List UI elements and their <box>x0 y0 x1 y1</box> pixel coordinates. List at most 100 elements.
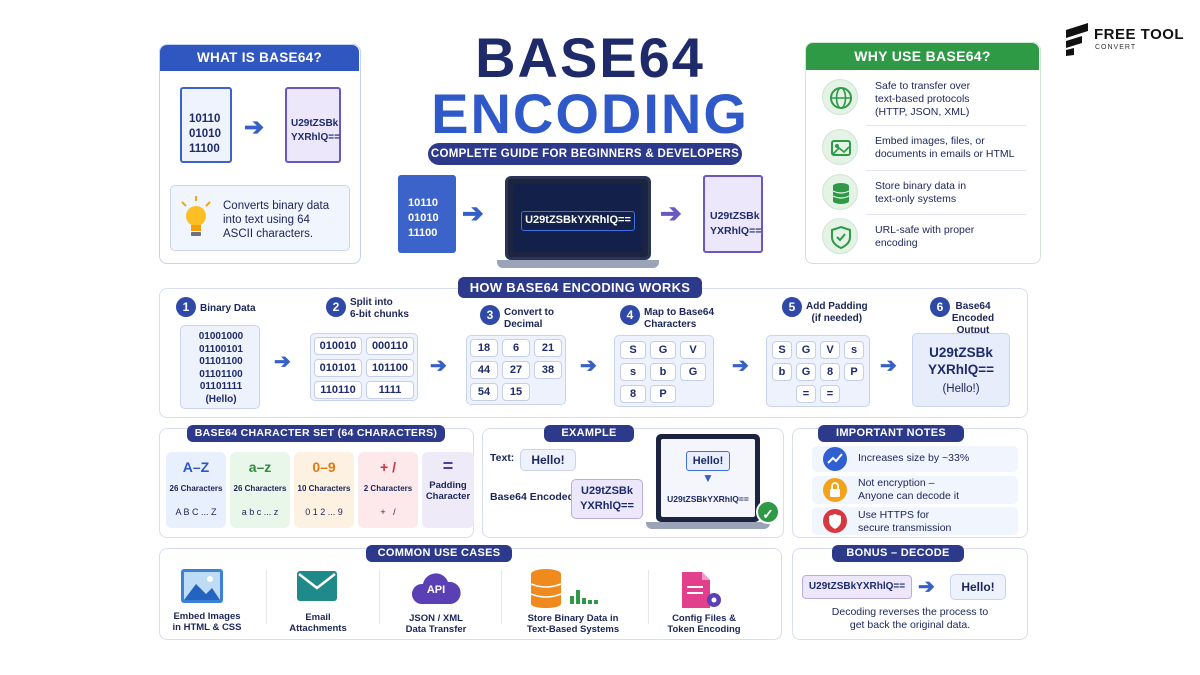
chunk-cell: 1111 <box>366 381 414 399</box>
database-icon <box>530 569 598 608</box>
lightbulb-icon <box>181 196 211 236</box>
brand-logo: FREE TOOL CONVERT <box>1064 22 1194 58</box>
page-title-line2: ENCODING <box>431 82 749 145</box>
database-icon <box>822 174 858 210</box>
decimal-cell: 21 <box>534 339 562 357</box>
decode-result-box: Hello! <box>950 574 1006 600</box>
divider <box>866 125 1026 126</box>
lock-icon <box>823 478 847 502</box>
how-heading: HOW BASE64 ENCODING WORKS <box>458 277 702 298</box>
hero-laptop: U29tZSBkYXRhlQ== <box>497 176 659 268</box>
why-heading: WHY USE BASE64? <box>806 43 1039 70</box>
charset-group-title: a–z <box>248 459 272 475</box>
checkmark-icon: ✓ <box>756 500 780 524</box>
char-cell: G <box>650 341 676 359</box>
screen-encoded-text: U29tZSBkYXRhlQ== <box>667 494 749 504</box>
char-cell: P <box>650 385 676 403</box>
step-number: 1 <box>176 297 196 317</box>
arrow-icon: ➔ <box>274 351 291 373</box>
example-heading: EXAMPLE <box>544 425 634 442</box>
chunk-cell: 010101 <box>314 359 362 377</box>
padded-cell: P <box>844 363 864 381</box>
brand-mark-icon <box>1066 23 1088 56</box>
email-icon <box>297 571 337 601</box>
divider <box>501 570 502 624</box>
charset-group-title: = <box>442 456 454 476</box>
note-text: Not encryption –Anyone can decode it <box>858 477 959 502</box>
shield-icon <box>823 509 847 533</box>
uses-heading: COMMON USE CASES <box>366 545 512 562</box>
encoded-label: Base64 Encoded: <box>490 491 578 503</box>
globe-icon <box>822 79 858 115</box>
image-icon <box>181 569 223 603</box>
brand-name: FREE TOOL <box>1094 26 1185 43</box>
arrow-icon: ➔ <box>462 198 484 228</box>
charset-group-count: 10 Characters <box>297 484 351 493</box>
charset-heading: BASE64 CHARACTER SET (64 CHARACTERS) <box>187 425 445 442</box>
config-file-icon <box>682 572 721 608</box>
api-icon: API <box>411 570 461 606</box>
charset-group-title: + / <box>380 459 396 475</box>
chunk-cell: 010010 <box>314 337 362 355</box>
trend-icon <box>823 447 847 471</box>
charset-group-sample: a b c ... z <box>241 507 279 517</box>
decode-encoded-box: U29tZSBkYXRhlQ== <box>802 575 912 599</box>
charset-group-count: 26 Characters <box>169 484 223 493</box>
charset-group-sample: + / <box>380 507 396 517</box>
char-cell: V <box>680 341 706 359</box>
decode-heading: BONUS – DECODE <box>832 545 964 562</box>
arrow-down-icon: ▼ <box>702 471 714 485</box>
charset-group-sample: A B C ... Z <box>175 507 217 517</box>
char-cell: 8 <box>620 385 646 403</box>
use-case-label: Config Files &Token Encoding <box>667 613 741 635</box>
use-cases-card <box>159 548 782 640</box>
arrow-icon: ➔ <box>918 576 935 598</box>
charset-group-title: A–Z <box>182 459 210 475</box>
note-text: Increases size by ~33% <box>858 452 970 464</box>
chunk-cell: 101100 <box>366 359 414 377</box>
step-number: 2 <box>326 297 346 317</box>
arrow-icon: ➔ <box>732 355 749 377</box>
decimal-cell: 15 <box>502 383 530 401</box>
screen-text-box: Hello! <box>686 451 730 471</box>
decimal-cell: 18 <box>470 339 498 357</box>
image-icon <box>822 129 858 165</box>
padded-cell: G <box>796 341 816 359</box>
text-label: Text: <box>490 452 515 464</box>
shield-icon <box>822 218 858 254</box>
charset-group-title: 0–9 <box>312 459 336 475</box>
padded-cell: V <box>820 341 840 359</box>
charset-group: + /2 Characters+ / <box>358 452 418 528</box>
step-number: 6 <box>930 297 950 317</box>
text-value-box: Hello! <box>520 449 576 471</box>
step-label: Add Padding(if needed) <box>806 301 868 324</box>
arrow-icon: ➔ <box>580 355 597 377</box>
char-cell: G <box>680 363 706 381</box>
decimal-cell: 6 <box>502 339 530 357</box>
decimal-cell: 54 <box>470 383 498 401</box>
what-heading: WHAT IS BASE64? <box>160 45 359 71</box>
charset-group: =Padding Character <box>422 452 474 528</box>
